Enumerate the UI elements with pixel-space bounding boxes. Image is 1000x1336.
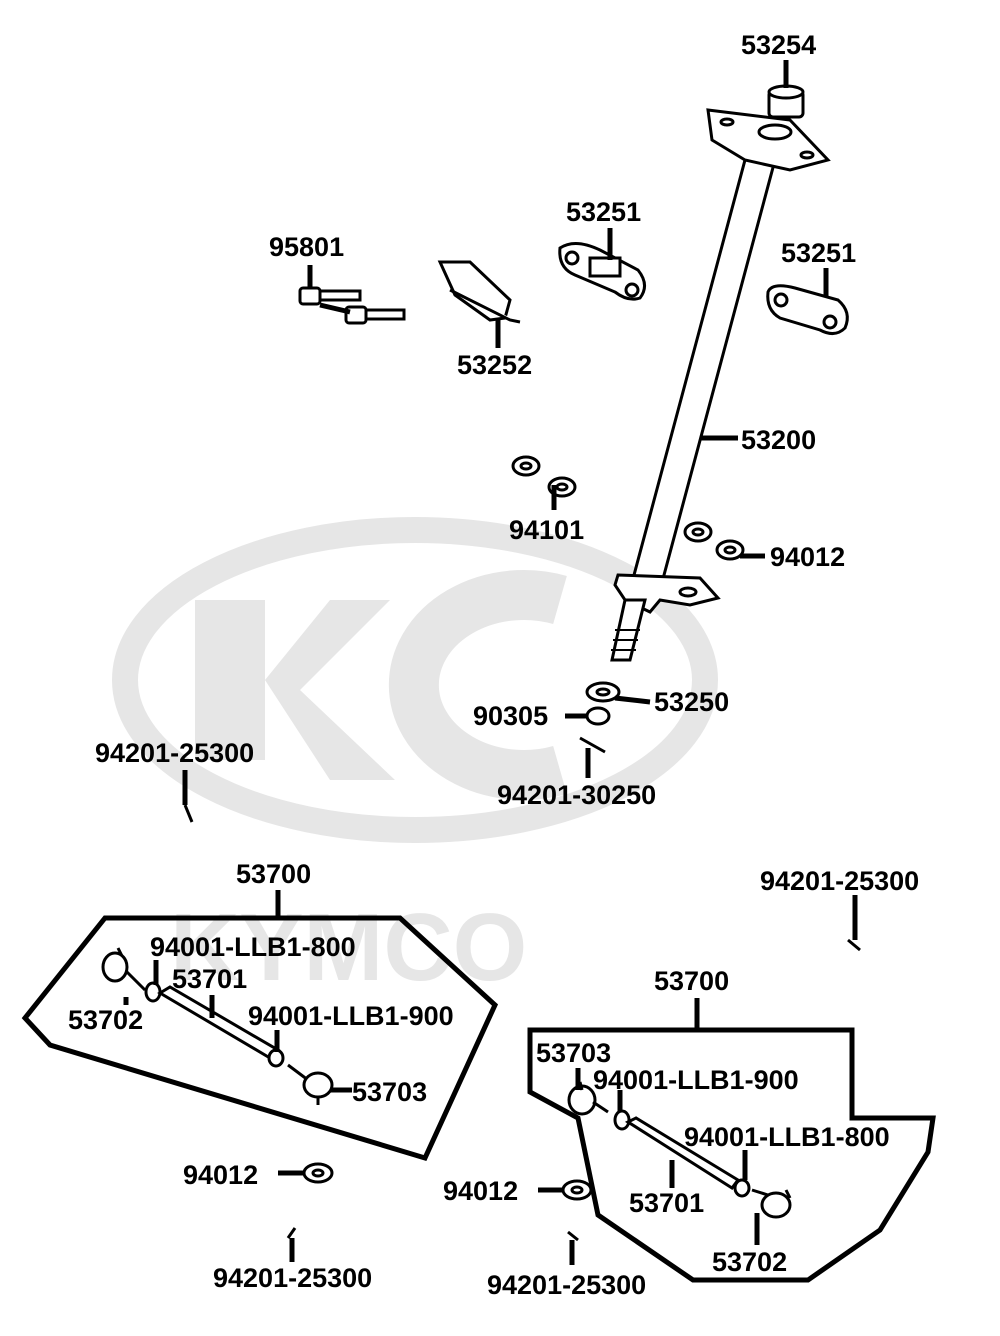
part-label-53200: 53200	[741, 425, 817, 455]
part-label-53703-left: 53703	[352, 1077, 428, 1107]
tie-rod-right	[567, 1081, 792, 1219]
leader-lines	[123, 60, 858, 1265]
part-label-53251-left: 53251	[566, 197, 642, 227]
part-label-94012-top: 94012	[770, 542, 846, 572]
part-label-53254: 53254	[741, 30, 817, 60]
part-label-94001-llb1-900-left: 94001-LLB1-900	[248, 1001, 454, 1031]
tie-rod-left	[101, 947, 334, 1105]
part-label-94201-30250: 94201-30250	[497, 780, 657, 810]
part-label-53702-left: 53702	[68, 1005, 144, 1035]
bushing-53254	[767, 84, 805, 119]
part-label-94012-bottom-right: 94012	[443, 1176, 519, 1206]
part-label-53702-right: 53702	[712, 1247, 788, 1277]
part-label-53252: 53252	[457, 350, 533, 380]
clamp-53251-right	[766, 284, 849, 335]
tie-rod-group-left	[21, 915, 499, 1162]
cotter-pins	[183, 804, 861, 1242]
part-label-53703-right: 53703	[536, 1038, 612, 1068]
part-label-94012-bottom-left: 94012	[183, 1160, 259, 1190]
bolts-95801	[298, 286, 406, 325]
part-label-94101: 94101	[509, 515, 585, 545]
nuts-94012-bottom	[302, 1162, 593, 1201]
nuts-94101	[511, 455, 577, 498]
part-label-53701-left: 53701	[172, 964, 248, 994]
part-label-94001-llb1-900-right: 94001-LLB1-900	[593, 1065, 799, 1095]
part-label-94001-llb1-800-right: 94001-LLB1-800	[684, 1122, 890, 1152]
tie-rod-group-right	[527, 1027, 936, 1283]
part-label-94001-llb1-800-left: 94001-LLB1-800	[150, 932, 356, 962]
part-label-53250: 53250	[654, 687, 730, 717]
part-label-53700-right: 53700	[654, 966, 730, 996]
part-label-95801: 95801	[269, 232, 345, 262]
part-label-53701-right: 53701	[629, 1188, 705, 1218]
part-label-94201-25300-bottom-right: 94201-25300	[487, 1270, 647, 1300]
part-label-90305: 90305	[473, 701, 549, 731]
clamp-53251-left	[558, 242, 646, 301]
part-label-94201-25300-bottom-left: 94201-25300	[213, 1263, 373, 1293]
nuts-94012-top	[683, 521, 745, 561]
part-label-94201-25300-left: 94201-25300	[95, 738, 255, 768]
part-label-53251-right: 53251	[781, 238, 857, 268]
bracket-53252	[437, 260, 521, 324]
watermark-logo	[112, 517, 718, 843]
steering-stem	[610, 108, 831, 662]
part-label-53700-left: 53700	[236, 859, 312, 889]
part-label-94201-25300-right: 94201-25300	[760, 866, 920, 896]
